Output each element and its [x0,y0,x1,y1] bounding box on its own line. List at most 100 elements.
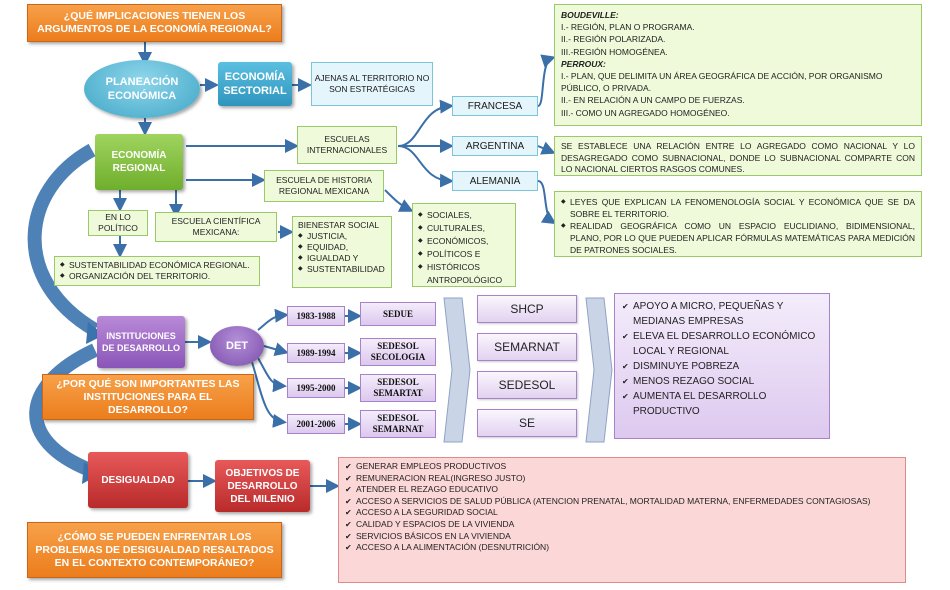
politico-item: SUSTENTABILIDAD ECONÓMICA REGIONAL. [60,260,254,271]
period-years-text: 1989-1994 [296,347,336,358]
current-agency: SEDESOL [477,371,577,399]
perroux-item: III.- COMO UN AGREGADO HOMOGÉNEO. [561,107,730,118]
goal-item: AUMENTA EL DESARROLLO PRODUCTIVO [622,389,822,419]
question-implications: ¿QUÉ IMPLICACIONES TIENEN LOS ARGUMENTOS… [27,4,282,42]
boudeville-item: II.- REGIÓN POLARIZADA. [561,34,666,45]
economia-regional-node: ECONOMÍA REGIONAL [95,134,183,190]
period-years-text: 1983-1988 [296,310,336,321]
economia-sectorial-node: ECONOMÍA SECTORIAL [218,62,292,106]
desigualdad-item: ACCESO A SERVICIOS DE SALUD PÚBLICA (ATE… [345,496,899,508]
economia-sectorial-label: ECONOMÍA SECTORIAL [223,71,287,97]
argentina-detail-box: SE ESTABLECE UNA RELACIÓN ENTRE LO AGREG… [554,136,922,176]
bienestar-social-box: BIENESTAR SOCIAL JUSTICIA, EQUIDAD, IGUA… [292,216,392,288]
objetivos-milenio-node: OBJETIVOS DE DESARROLLO DEL MILENIO [215,460,310,512]
det-label: DET [226,340,248,352]
escuelas-internacionales-text: ESCUELAS INTERNACIONALES [306,134,388,155]
current-agency-text: SE [518,416,535,430]
alemania-node: ALEMANIA [452,171,538,191]
desigualdad-item: ACCESO A LA ALIMENTACIÓN (DESNUTRICIÓN) [345,542,899,554]
goal-item: DISMINUYE POBREZA [622,359,822,374]
escuela-cientifica-text: ESCUELA CIENTÍFICA MEXICANA: [171,216,261,237]
desigualdad-item: CALIDAD Y ESPACIOS DE LA VIVIENDA [345,519,899,531]
historia-item: CULTURALES, [418,222,510,235]
perroux-label: PERROUX: [561,58,606,69]
period-agency: SEDESOL SEMARTAT [360,374,436,402]
desigualdad-items-box: GENERAR EMPLEOS PRODUCTIVOS REMUNERACION… [338,457,906,583]
bienestar-item: SUSTENTABILIDAD [298,264,386,275]
planeacion-economica-label: PLANEACIÓN ECONÓMICA [105,76,179,102]
bienestar-item: JUSTICIA, [298,231,386,242]
argentina-label: ARGENTINA [465,140,525,152]
en-lo-politico-node: EN LO POLÍTICO [88,210,148,236]
desigualdad-item: REMUNERACION REAL(INGRESO JUSTO) [345,473,899,485]
alemania-detail-box: LEYES QUE EXPLICAN LA FENOMENOLOGÍA SOCI… [554,191,922,257]
bienestar-item: IGUALDAD Y [298,253,386,264]
francesa-node: FRANCESA [452,96,538,116]
period-agency: SEDESOL SECOLOGIA [360,338,436,366]
argentina-node: ARGENTINA [452,136,538,156]
historia-item: HISTÓRICOS ANTROPOLÓGICO [418,261,510,287]
period-years: 1983-1988 [287,306,345,326]
period-years: 2001-2006 [287,414,345,434]
desigualdad-item: ACCESO A LA SEGURIDAD SOCIAL [345,507,899,519]
boudeville-item: I.- REGIÓN, PLAN O PROGRAMA. [561,22,695,33]
period-agency-text: SEDESOL SEMARTAT [373,377,423,398]
period-years-text: 2001-2006 [296,418,336,429]
perroux-item: I.- PLAN, QUE DELIMITA UN ÁREA GEOGRÁFIC… [561,71,883,94]
historia-item: POLÍTICOS E [418,248,510,261]
det-node: DET [210,326,264,366]
desigualdad-item: SERVICIOS BÁSICOS EN LA VIVIENDA [345,531,899,543]
desigualdad-node: DESIGUALDAD [88,452,188,508]
current-agency: SHCP [477,295,577,323]
current-agency-text: SEDESOL [498,378,556,392]
politico-items-box: SUSTENTABILIDAD ECONÓMICA REGIONAL. ORGA… [54,256,260,286]
alemania-item: REALIDAD GEOGRÁFICA COMO UN ESPACIO EUCL… [561,220,915,256]
alemania-label: ALEMANIA [469,175,521,187]
period-agency-text: SEDESOL SEMARNAT [372,413,424,434]
historia-items-box: SOCIALES, CULTURALES, ECONÓMICOS, POLÍTI… [412,203,516,287]
period-agency: SEDESOL SEMARNAT [360,410,436,438]
goal-item: MENOS REZAGO SOCIAL [622,374,822,389]
economia-regional-label: ECONOMÍA REGIONAL [111,150,167,174]
objetivos-milenio-label: OBJETIVOS DE DESARROLLO DEL MILENIO [225,467,300,505]
politico-item: ORGANIZACIÓN DEL TERRITORIO. [60,271,254,282]
perroux-item: II.- EN RELACIÓN A UN CAMPO DE FUERZAS. [561,95,745,106]
ajenas-territorio-text: AJENAS AL TERRITORIO NO SON ESTRATÉGICAS [314,73,430,94]
period-agency-text: SEDESOL SECOLOGIA [370,341,426,362]
period-agency: SEDUE [360,302,436,326]
alemania-item: LEYES QUE EXPLICAN LA FENOMENOLOGÍA SOCI… [561,196,915,220]
period-years-text: 1995-2000 [296,382,336,393]
historia-item: SOCIALES, [418,209,510,222]
question-desigualdad: ¿CÓMO SE PUEDEN ENFRENTAR LOS PROBLEMAS … [27,522,282,578]
goal-item: ELEVA EL DESARROLLO ECONÓMICO LOCAL Y RE… [622,329,822,359]
instituciones-label: INSTITUCIONES DE DESARROLLO [102,331,181,353]
question-instituciones-text: ¿POR QUÉ SON IMPORTANTES LAS INSTITUCION… [56,377,240,416]
instituciones-node: INSTITUCIONES DE DESARROLLO [97,316,185,368]
goal-item: APOYO A MICRO, PEQUEÑAS Y MEDIANAS EMPRE… [622,299,822,329]
escuela-cientifica-node: ESCUELA CIENTÍFICA MEXICANA: [155,212,277,242]
bienestar-social-title: BIENESTAR SOCIAL [298,220,380,230]
francesa-label: FRANCESA [467,100,523,112]
current-agency-text: SHCP [510,302,544,316]
current-agency: SE [477,409,577,437]
escuela-historia-node: ESCUELA DE HISTORIA REGIONAL MEXICANA [264,170,384,202]
question-desigualdad-text: ¿CÓMO SE PUEDEN ENFRENTAR LOS PROBLEMAS … [35,530,274,569]
question-instituciones: ¿POR QUÉ SON IMPORTANTES LAS INSTITUCION… [42,374,254,420]
boudeville-item: III.-REGIÓN HOMOGÉNEA. [561,46,668,57]
period-years: 1989-1994 [287,343,345,363]
en-lo-politico-text: EN LO POLÍTICO [98,212,138,233]
period-years: 1995-2000 [287,378,345,398]
boudeville-label: BOUDEVILLE: [561,10,619,20]
period-agency-text: SEDUE [382,308,413,319]
escuela-historia-text: ESCUELA DE HISTORIA REGIONAL MEXICANA [276,175,372,196]
current-agency: SEMARNAT [477,333,577,361]
desigualdad-item: ATENDER EL REZAGO EDUCATIVO [345,484,899,496]
ajenas-territorio-node: AJENAS AL TERRITORIO NO SON ESTRATÉGICAS [311,62,433,106]
question-implications-text: ¿QUÉ IMPLICACIONES TIENEN LOS ARGUMENTOS… [37,10,272,35]
desigualdad-label: DESIGUALDAD [101,474,175,486]
historia-item: ECONÓMICOS, [418,235,510,248]
argentina-detail-text: SE ESTABLECE UNA RELACIÓN ENTRE LO AGREG… [561,141,915,174]
current-agency-text: SEMARNAT [494,340,560,354]
desigualdad-item: GENERAR EMPLEOS PRODUCTIVOS [345,461,899,473]
